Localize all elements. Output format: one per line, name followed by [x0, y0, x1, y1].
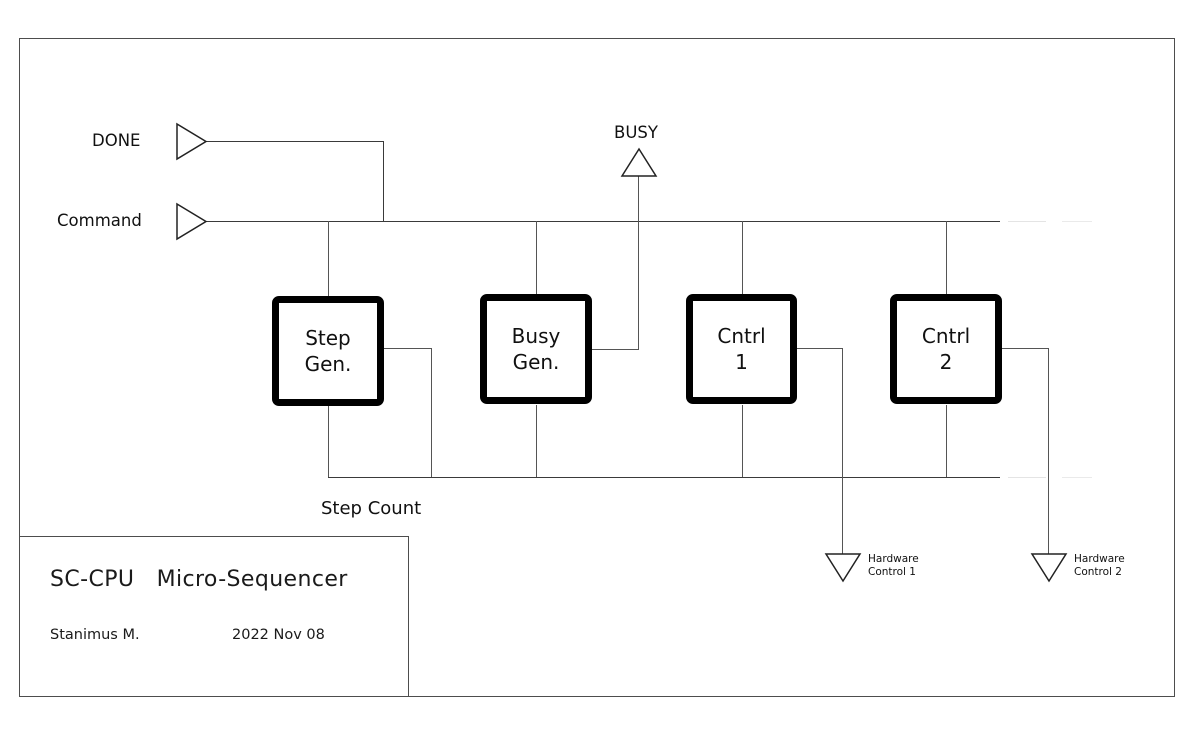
- hardware-control-2-output-triangle-icon[interactable]: [1030, 553, 1068, 583]
- sheet-frame: [19, 38, 1175, 697]
- wire-step-count-bus-tail-1: [1008, 477, 1046, 478]
- hardware-control-2-label-line-1: Hardware: [1074, 553, 1125, 565]
- hardware-control-1-label-line-1: Hardware: [868, 553, 919, 565]
- command-input-triangle-icon[interactable]: [176, 202, 208, 241]
- wire-step-gen-output-horizontal: [383, 348, 432, 349]
- title-block: SC-CPU Micro-Sequencer Stanimus M. 2022 …: [19, 536, 409, 697]
- wire-command-to-cntrl-1: [742, 221, 743, 297]
- wire-cntrl-2-bottom-drop: [946, 405, 947, 478]
- hardware-control-2-label-line-2: Control 2: [1074, 566, 1122, 579]
- wire-command-bus: [205, 221, 1000, 222]
- wire-step-gen-output-drop: [431, 348, 432, 478]
- wire-command-bus-tail-2: [1062, 221, 1092, 222]
- wire-busy-gen-bottom-drop: [536, 405, 537, 478]
- port-label-busy: BUSY: [614, 123, 658, 142]
- title-block-author: Stanimus M.: [50, 627, 140, 643]
- busy-output-triangle-icon[interactable]: [620, 147, 658, 178]
- block-step-gen[interactable]: Step Gen.: [272, 296, 384, 406]
- hardware-control-1-output-triangle-icon[interactable]: [824, 553, 862, 583]
- wire-step-count-bus: [328, 477, 1000, 478]
- wire-busy-riser: [638, 175, 639, 350]
- block-busy-gen-label-line-1: Busy: [511, 324, 561, 348]
- title-block-date: 2022 Nov 08: [232, 627, 325, 643]
- block-cntrl-1[interactable]: Cntrl 1: [686, 294, 797, 404]
- port-label-done: DONE: [92, 131, 141, 150]
- wire-cntrl-1-output-drop: [842, 348, 843, 555]
- block-cntrl-2[interactable]: Cntrl 2: [890, 294, 1002, 404]
- port-label-hardware-control-1: Hardware Control 1: [868, 553, 919, 580]
- wire-command-to-busy-gen: [536, 221, 537, 297]
- port-label-hardware-control-2: Hardware Control 2: [1074, 553, 1125, 580]
- wire-step-gen-bottom-drop: [328, 405, 329, 478]
- port-label-command: Command: [57, 211, 142, 230]
- wire-cntrl-2-output-drop: [1048, 348, 1049, 555]
- wire-command-to-cntrl-2: [946, 221, 947, 297]
- block-cntrl-2-label-line-1: Cntrl: [921, 324, 971, 348]
- wire-cntrl-1-bottom-drop: [742, 405, 743, 478]
- title-block-title: SC-CPU Micro-Sequencer: [50, 567, 348, 592]
- wire-cntrl-2-output-horizontal: [1001, 348, 1049, 349]
- wire-busy-horizontal: [592, 349, 639, 350]
- block-cntrl-1-label-line-1: Cntrl: [717, 324, 766, 348]
- block-step-gen-label-line-2: Gen.: [304, 352, 352, 376]
- block-busy-gen-label-line-2: Gen.: [512, 350, 560, 374]
- done-input-triangle-icon[interactable]: [176, 122, 208, 161]
- wire-done-drop: [383, 141, 384, 221]
- block-busy-gen[interactable]: Busy Gen.: [480, 294, 592, 404]
- bus-label-step-count: Step Count: [321, 498, 422, 519]
- wire-command-to-step-gen: [328, 221, 329, 297]
- wire-done-horizontal: [205, 141, 384, 142]
- hardware-control-1-label-line-2: Control 1: [868, 566, 916, 579]
- block-cntrl-1-label-line-2: 1: [735, 350, 748, 374]
- wire-step-count-bus-tail-2: [1062, 477, 1092, 478]
- block-cntrl-2-label-line-2: 2: [939, 350, 953, 374]
- block-step-gen-label-line-1: Step: [305, 326, 351, 350]
- wire-command-bus-tail-1: [1008, 221, 1046, 222]
- wire-cntrl-1-output-horizontal: [796, 348, 843, 349]
